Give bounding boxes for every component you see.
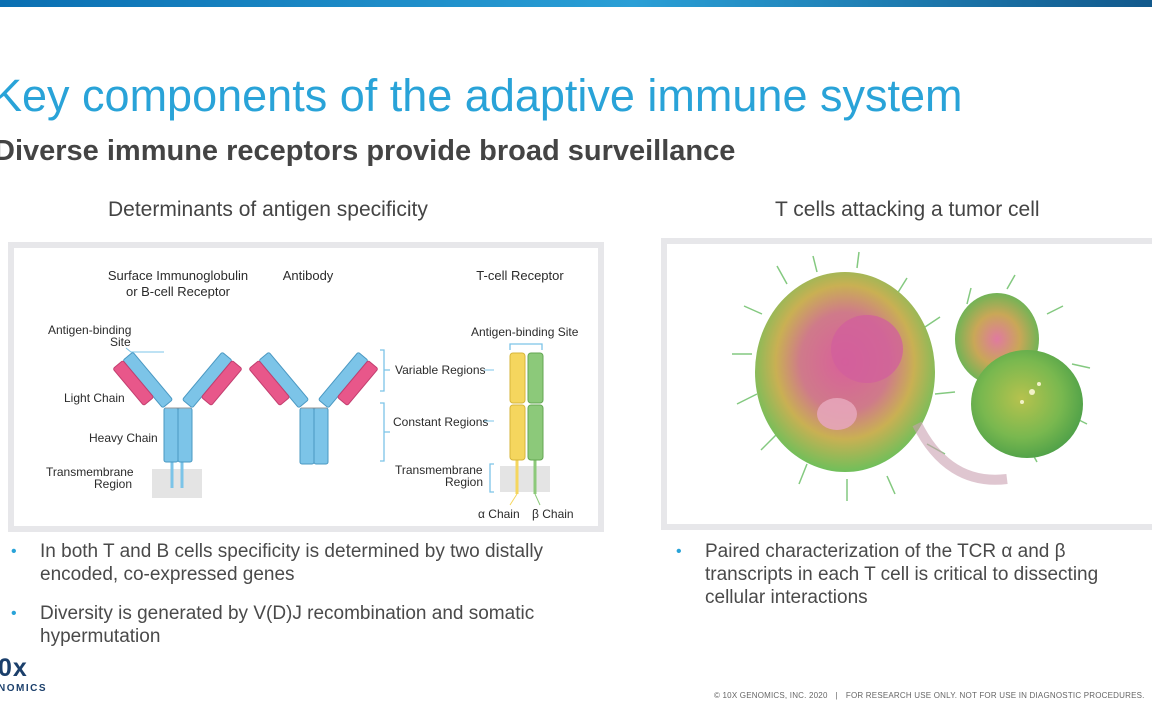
label-transmembrane: Transmembrane xyxy=(46,465,134,479)
antibody-structure xyxy=(249,352,378,465)
footer: © 10X GENOMICS, INC. 2020 | FOR RESEARCH U… xyxy=(714,691,1145,700)
label-site: Site xyxy=(110,335,131,349)
top-accent-bar xyxy=(0,0,1152,7)
membrane-bcr xyxy=(152,469,202,498)
label-region: Region xyxy=(94,477,132,491)
tcell-tumor-image xyxy=(732,251,1091,501)
left-bullet-1: In both T and B cells specificity is det… xyxy=(8,540,618,586)
header-antibody: Antibody xyxy=(283,268,334,283)
left-bullet-list: In both T and B cells specificity is det… xyxy=(8,540,618,664)
label-antigen-binding: Antigen-binding xyxy=(48,323,131,337)
label-variable-regions: Variable Regions xyxy=(395,363,486,377)
bcr-structure xyxy=(113,352,242,498)
tcell-micrograph-panel xyxy=(661,238,1152,530)
filopodia xyxy=(732,251,1091,501)
label-transmembrane-right: Transmembrane xyxy=(395,463,483,477)
label-beta-chain: β Chain xyxy=(532,507,574,521)
right-bullet-list: Paired characterization of the TCR α and… xyxy=(673,540,1152,625)
right-bullet-1: Paired characterization of the TCR α and… xyxy=(673,540,1152,609)
slide-subtitle: Diverse immune receptors provide broad s… xyxy=(0,135,736,167)
constant-bracket-left xyxy=(380,402,390,462)
tcr-site-bracket xyxy=(509,343,543,350)
right-column-heading: T cells attacking a tumor cell xyxy=(775,198,1040,221)
transmembrane-bracket-right xyxy=(489,463,494,493)
receptor-diagram: Surface Immunoglobulin or B-cell Recepto… xyxy=(46,268,579,521)
left-bullet-2: Diversity is generated by V(D)J recombin… xyxy=(8,602,618,648)
variable-bracket-left xyxy=(380,349,390,392)
t-cell-2 xyxy=(971,350,1083,458)
logo-mark: 0x xyxy=(0,654,28,682)
company-logo: 0x NOMICS xyxy=(0,655,47,694)
membrane-tcr xyxy=(500,466,550,492)
antigen-site-pointer xyxy=(125,347,164,353)
header-surface-ig: Surface Immunoglobulin xyxy=(108,268,248,283)
header-bcr: or B-cell Receptor xyxy=(126,284,231,299)
footer-disclaimer: FOR RESEARCH USE ONLY. NOT FOR USE IN DI… xyxy=(845,691,1145,700)
receptor-diagram-panel: Surface Immunoglobulin or B-cell Recepto… xyxy=(8,242,604,532)
label-region-right: Region xyxy=(445,475,483,489)
slide-title: Key components of the adaptive immune sy… xyxy=(0,70,963,121)
label-alpha-chain: α Chain xyxy=(478,507,520,521)
tcr-structure xyxy=(500,352,550,506)
header-tcr: T-cell Receptor xyxy=(476,268,564,283)
label-light-chain: Light Chain xyxy=(64,391,125,405)
left-column-heading: Determinants of antigen specificity xyxy=(108,198,428,221)
label-tcr-antigen-site: Antigen-binding Site xyxy=(471,325,579,339)
footer-copyright: © 10X GENOMICS, INC. 2020 xyxy=(714,691,828,700)
logo-text: NOMICS xyxy=(0,683,47,694)
label-constant-regions: Constant Regions xyxy=(393,415,488,429)
footer-separator: | xyxy=(835,691,838,700)
label-heavy-chain: Heavy Chain xyxy=(89,431,158,445)
